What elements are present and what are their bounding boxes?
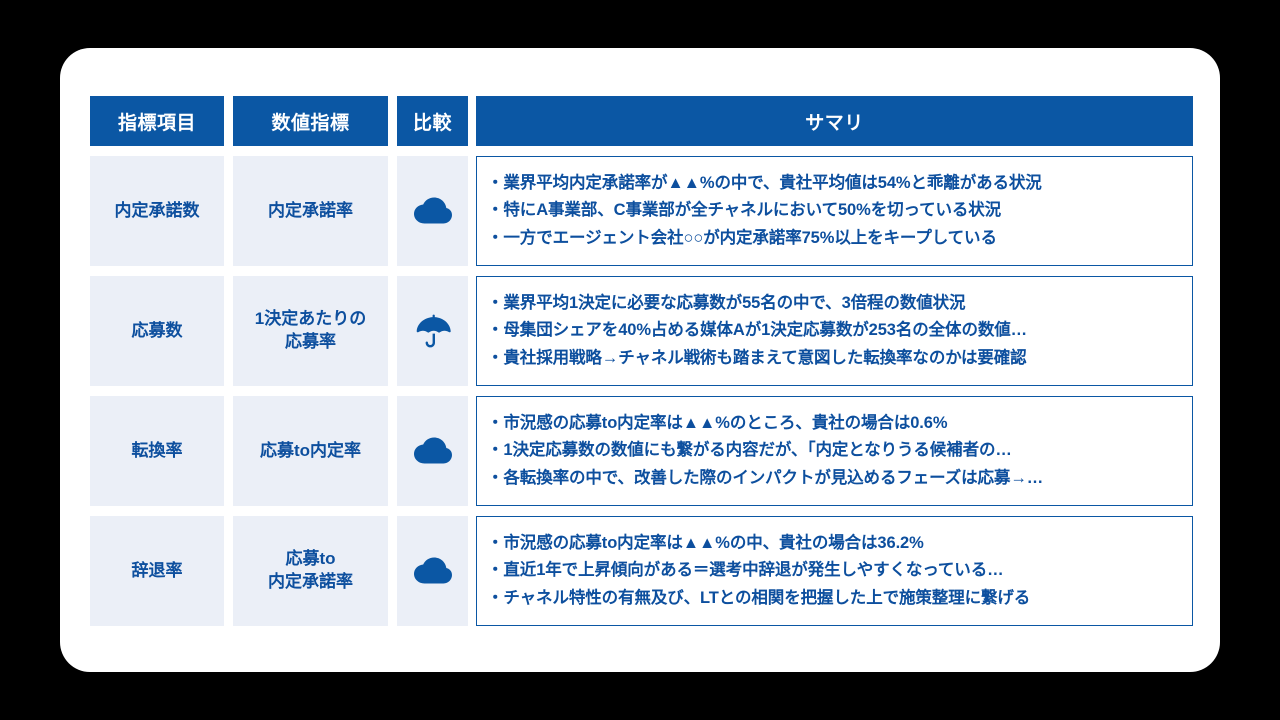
cell-metric-value: 1決定あたりの応募率 [233,276,388,386]
summary-bullet: 市況感の応募to内定率は▲▲%の中、貴社の場合は36.2% [491,530,1182,557]
cloud-icon [413,197,453,225]
row-spacer [388,156,397,266]
summary-bullet: 各転換率の中で、改善した際のインパクトが見込めるフェーズは応募→… [491,465,1182,492]
row-spacer [468,396,476,506]
summary-bullet: チャネル特性の有無及び、LTとの相関を把握した上で施策整理に繋げる [491,585,1182,612]
column-header-metric-value: 数値指標 [233,96,388,146]
column-header-summary: サマリ [476,96,1193,146]
cell-metric-item: 辞退率 [90,516,224,626]
cell-metric-item: 転換率 [90,396,224,506]
umbrella-icon [415,314,451,348]
cell-summary: 業界平均内定承諾率が▲▲%の中で、貴社平均値は54%と乖離がある状況 特にA事業… [476,156,1193,266]
cell-comparison [397,396,468,506]
row-spacer [388,276,397,386]
cell-comparison [397,276,468,386]
cell-comparison [397,516,468,626]
row-spacer [224,156,233,266]
summary-bullet: 直近1年で上昇傾向がある＝選考中辞退が発生しやすくなっている… [491,557,1182,584]
row-spacer [224,396,233,506]
cell-summary: 市況感の応募to内定率は▲▲%のところ、貴社の場合は0.6% 1決定応募数の数値… [476,396,1193,506]
row-spacer [468,156,476,266]
cell-comparison [397,156,468,266]
cell-summary: 業界平均1決定に必要な応募数が55名の中で、3倍程の数値状況 母集団シェアを40… [476,276,1193,386]
cell-metric-value: 応募to内定率 [233,396,388,506]
table-header-row: 指標項目 数値指標 比較 サマリ [90,96,1193,146]
summary-bullet: 市況感の応募to内定率は▲▲%のところ、貴社の場合は0.6% [491,410,1182,437]
cell-metric-value: 内定承諾率 [233,156,388,266]
summary-bullet: 一方でエージェント会社○○が内定承諾率75%以上をキープしている [491,225,1182,252]
column-header-metric-item: 指標項目 [90,96,224,146]
column-header-comparison: 比較 [397,96,468,146]
table-row: 転換率 応募to内定率 市況感の応募to内定率は▲▲%のところ、貴社の場合は0.… [90,396,1193,506]
summary-bullet: 特にA事業部、C事業部が全チャネルにおいて50%を切っている状況 [491,197,1182,224]
row-spacer [224,516,233,626]
summary-bullet: 1決定応募数の数値にも繋がる内容だが、「内定となりうる候補者の… [491,437,1182,464]
header-spacer [468,96,476,146]
cell-metric-item: 内定承諾数 [90,156,224,266]
cloud-icon [413,437,453,465]
summary-bullet: 母集団シェアを40%占める媒体Aが1決定応募数が253名の全体の数値… [491,317,1182,344]
cell-summary: 市況感の応募to内定率は▲▲%の中、貴社の場合は36.2% 直近1年で上昇傾向が… [476,516,1193,626]
metrics-summary-table: 指標項目 数値指標 比較 サマリ 内定承諾数 内定承諾率 [90,96,1193,626]
summary-bullet: 業界平均1決定に必要な応募数が55名の中で、3倍程の数値状況 [491,290,1182,317]
table-row: 内定承諾数 内定承諾率 業界平均内定承諾率が▲▲%の中で、貴社平均値は54%と乖… [90,156,1193,266]
summary-bullet: 業界平均内定承諾率が▲▲%の中で、貴社平均値は54%と乖離がある状況 [491,170,1182,197]
row-spacer [388,396,397,506]
cloud-icon [413,557,453,585]
summary-bullet: 貴社採用戦略→チャネル戦術も踏まえて意図した転換率なのかは要確認 [491,345,1182,372]
header-spacer [388,96,397,146]
content-card: 指標項目 数値指標 比較 サマリ 内定承諾数 内定承諾率 [60,48,1220,672]
row-spacer [468,516,476,626]
header-spacer [224,96,233,146]
row-spacer [468,276,476,386]
cell-metric-item: 応募数 [90,276,224,386]
row-spacer [224,276,233,386]
row-spacer [388,516,397,626]
